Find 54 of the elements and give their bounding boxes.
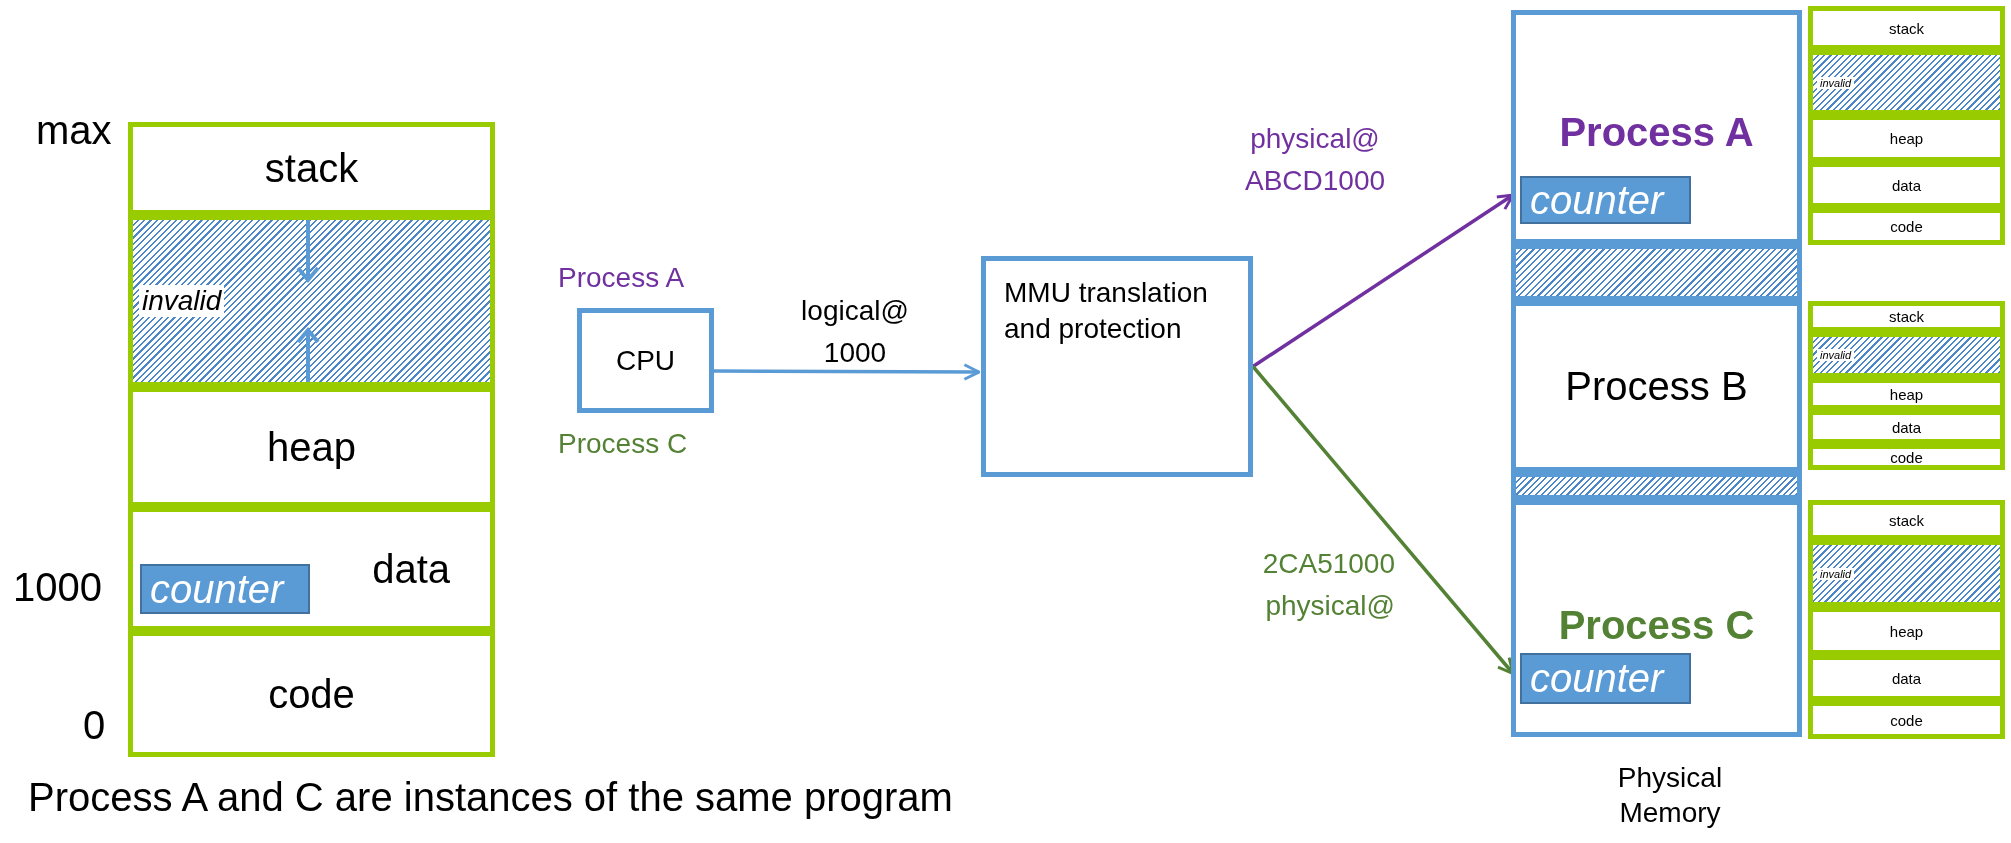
edge-label: physical@ ABCD1000 <box>1243 122 1387 198</box>
segment-label: stack <box>1889 512 1924 528</box>
segment-label: stack <box>1889 20 1924 36</box>
mmu-box <box>981 256 1253 477</box>
address-label: max <box>36 108 112 153</box>
segment-label: heap <box>1889 131 1924 146</box>
segment-label: Process C <box>1558 603 1755 648</box>
memory-segment <box>1808 208 2005 245</box>
address-label: 0 <box>83 703 106 748</box>
segment-label: invalid <box>1817 76 1855 89</box>
process-label: Process C <box>558 428 688 460</box>
segment-label: Process A <box>1559 110 1754 155</box>
segment-label: CPU <box>615 344 676 377</box>
segment-label: code <box>1890 219 1923 234</box>
variable-name: counter <box>150 566 284 612</box>
segment-label: data <box>1891 177 1922 193</box>
variable-box <box>1520 176 1691 224</box>
process-region <box>1511 500 1802 737</box>
variable-box <box>1520 653 1691 704</box>
segment-label: heap <box>1889 623 1924 639</box>
segment-label: code <box>1890 449 1923 465</box>
variable-name: counter <box>1530 177 1664 223</box>
segment-label: data <box>372 546 450 592</box>
segment-label: data <box>1891 419 1922 435</box>
segment-label: heap <box>267 424 356 470</box>
address-label: 1000 <box>13 565 102 610</box>
memory-segment <box>1808 500 2005 540</box>
memory-segment <box>1808 701 2005 739</box>
arrow <box>714 363 981 381</box>
memory-segment <box>128 122 495 215</box>
edge-label: logical@ 1000 <box>800 294 910 370</box>
memory-caption: Physical Memory <box>1616 761 1724 830</box>
process-label: Process A <box>558 262 685 294</box>
segment-label: heap <box>1889 386 1924 402</box>
memory-segment <box>1808 444 2005 470</box>
segment-label: data <box>1891 670 1922 686</box>
variable-name: counter <box>1530 656 1664 701</box>
segment-label: stack <box>1889 309 1924 324</box>
segment-label: invalid <box>1817 349 1855 361</box>
unit-label: MMU translation and protection <box>1004 276 1209 347</box>
segment-label: invalid <box>139 285 225 317</box>
memory-segment <box>1808 301 2005 332</box>
memory-segment <box>128 631 495 757</box>
variable-box <box>140 564 310 614</box>
segment-label: Process B <box>1565 364 1748 409</box>
edge-label: 2CA51000 physical@ <box>1261 547 1395 623</box>
segment-label: stack <box>264 146 359 191</box>
segment-label: code <box>268 671 355 717</box>
segment-label: invalid <box>1817 567 1855 580</box>
cpu-box <box>577 308 714 413</box>
caption: Process A and C are instances of the same program <box>28 775 953 820</box>
segment-label: code <box>1890 712 1923 728</box>
memory-segment <box>1808 6 2005 50</box>
process-region <box>1511 10 1802 244</box>
